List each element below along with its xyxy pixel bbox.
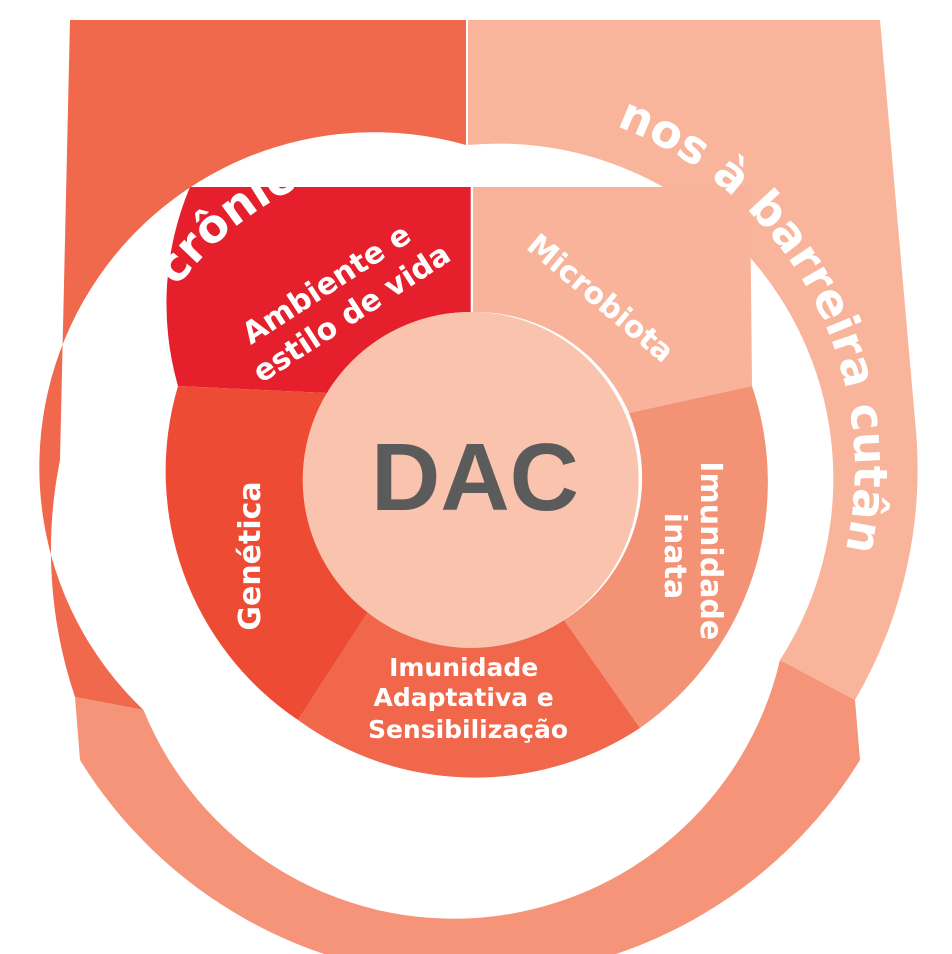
outer-segment-danos xyxy=(468,20,918,700)
center-circle xyxy=(302,311,639,648)
inner-label-inata: Imunidade inata xyxy=(657,461,728,650)
inner-label-genetica: Genética xyxy=(233,481,268,630)
inner-ring xyxy=(165,187,768,778)
outer-ring xyxy=(39,20,918,954)
inner-label-adaptativa: Imunidade Adaptativa e Sensibilização xyxy=(368,653,568,744)
inner-segment-adaptativa xyxy=(298,612,640,778)
center-label: DAC xyxy=(371,424,579,531)
inner-segment-ambiente xyxy=(166,187,471,393)
inner-segment-inata xyxy=(564,386,768,728)
outer-segment-inflamacao xyxy=(39,20,466,710)
inner-segment-microbiota xyxy=(473,187,752,413)
inner-segment-genetica xyxy=(165,386,368,720)
outer-segment-th2 xyxy=(75,660,860,954)
